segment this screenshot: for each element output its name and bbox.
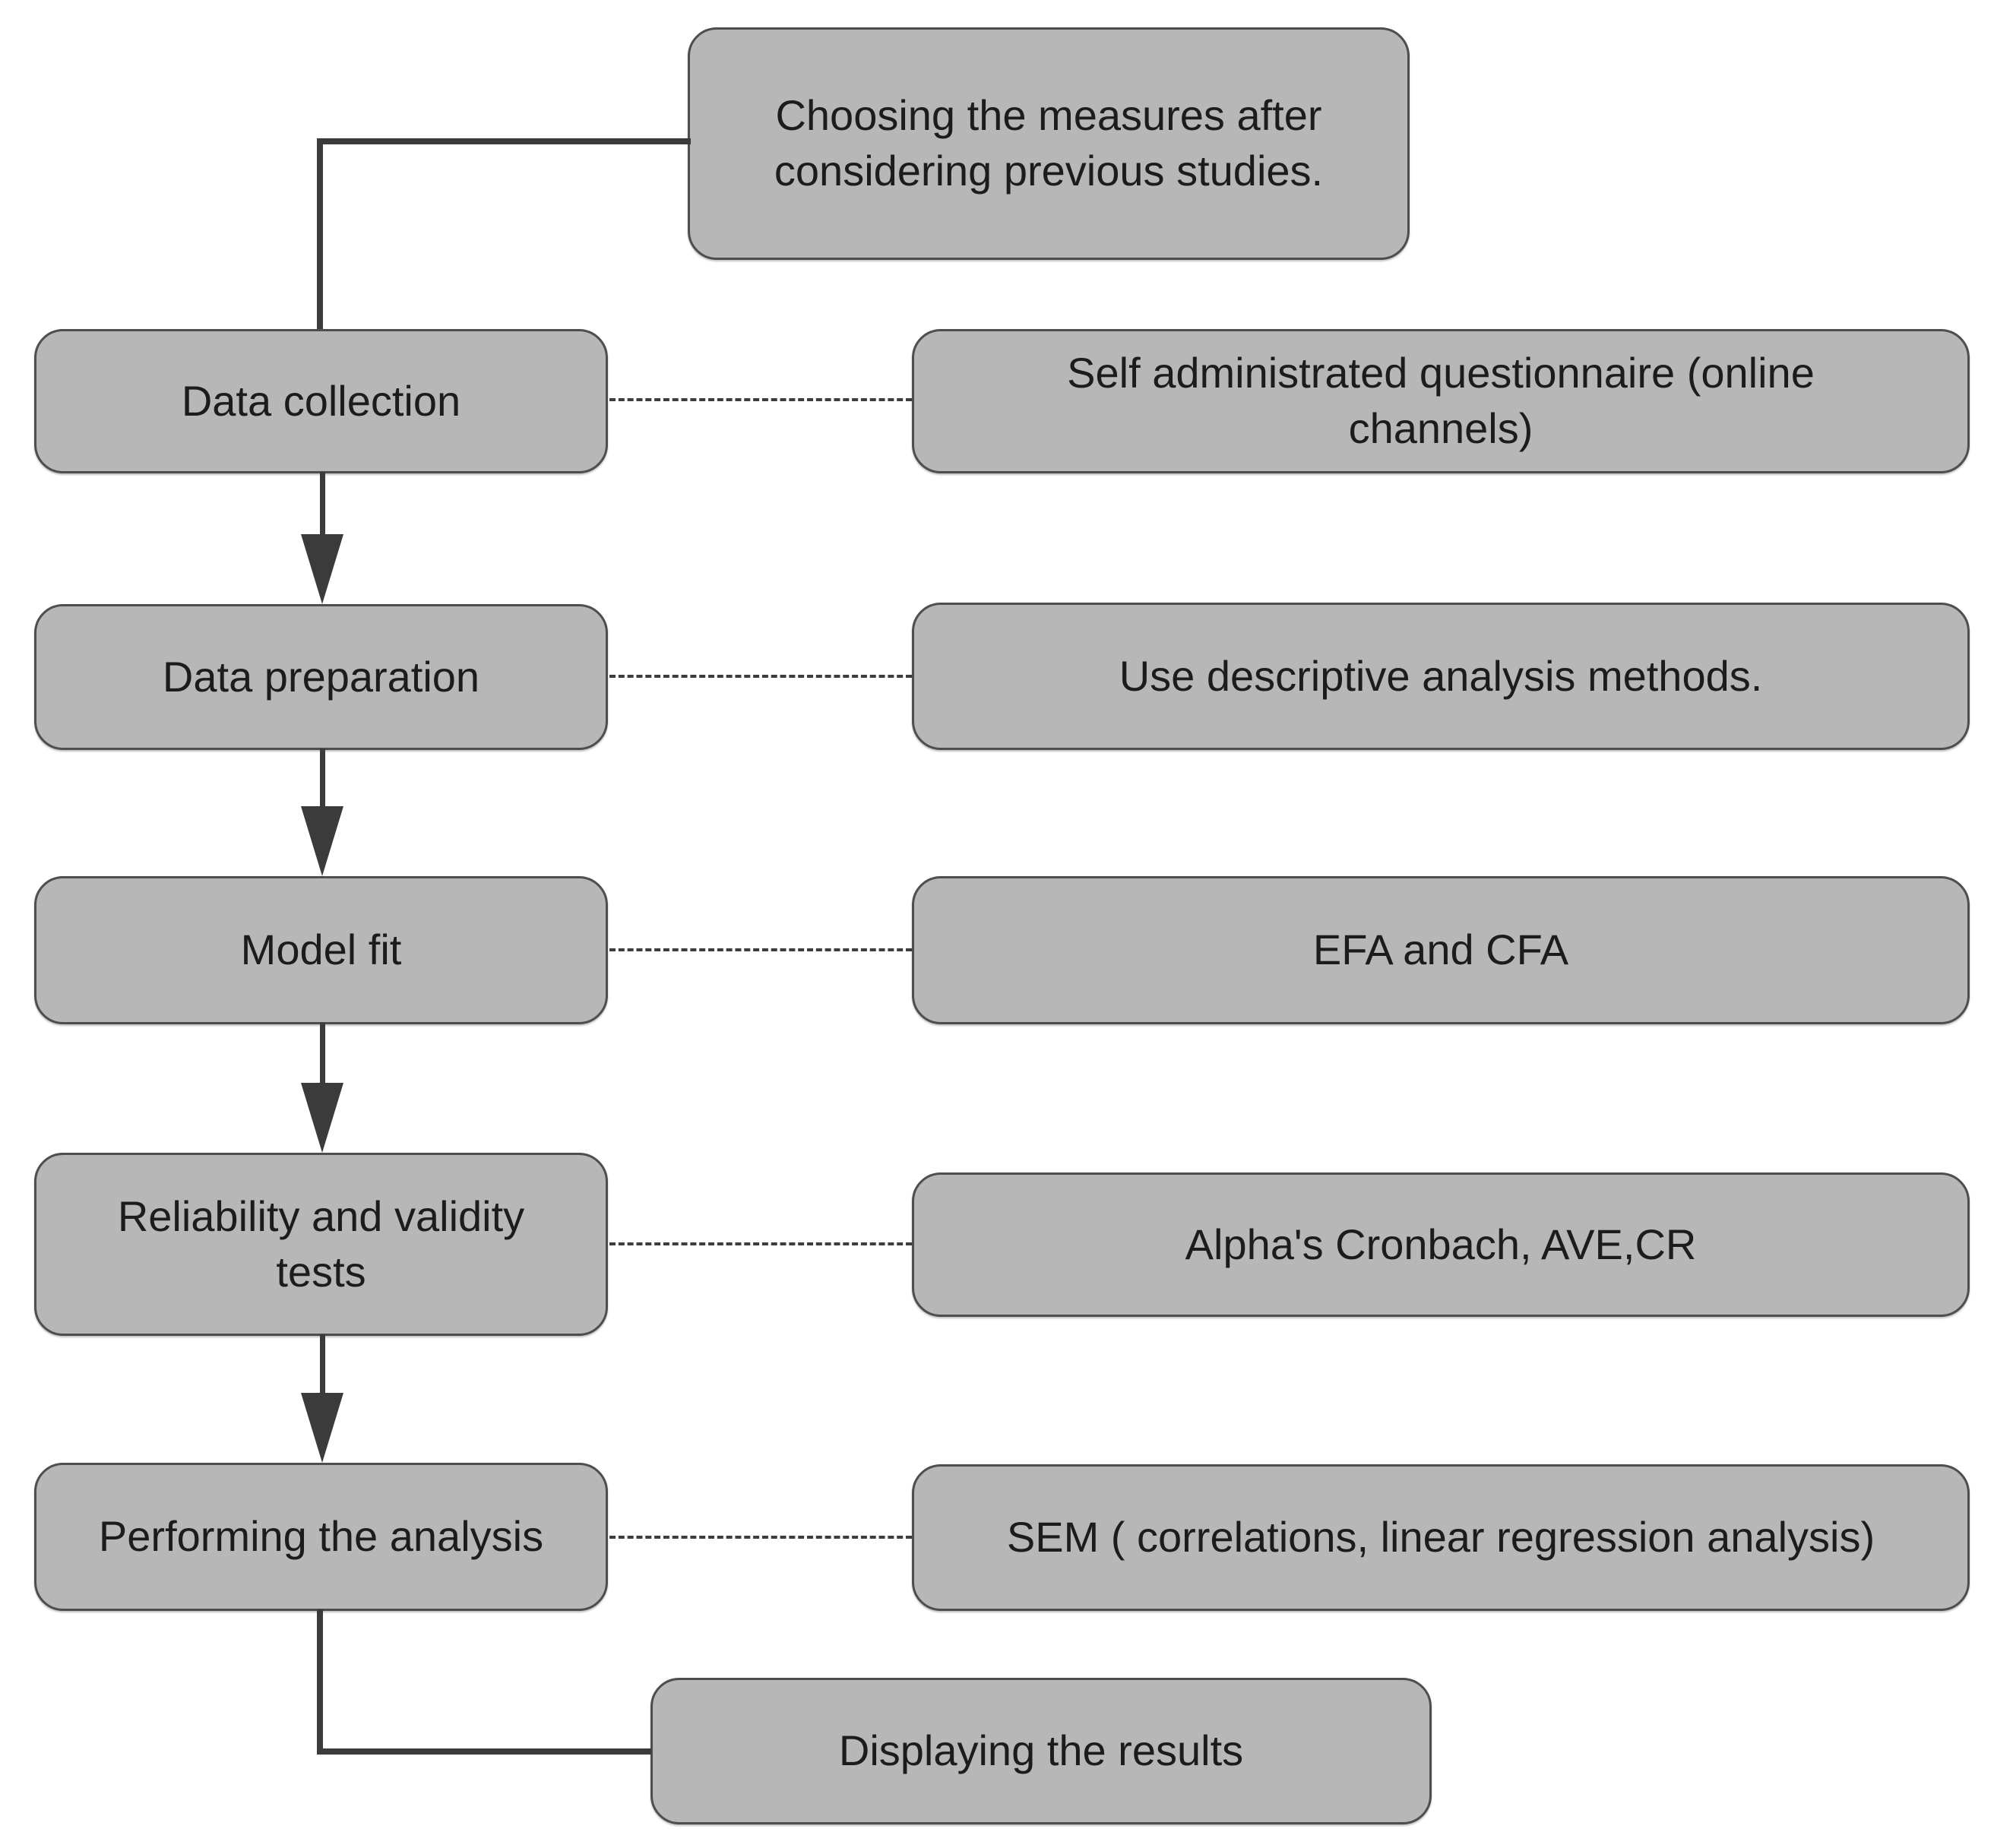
- flow-node-descriptive-analysis-detail: Use descriptive analysis methods.: [912, 603, 1970, 750]
- flow-node-questionnaire-detail: Self administrated questionnaire (online…: [912, 329, 1970, 473]
- connector-bottom-elbow-horizontal: [317, 1748, 651, 1755]
- flow-node-reliability-validity-tests: Reliability and validity tests: [34, 1153, 608, 1336]
- flow-node-label: Reliability and validity tests: [117, 1191, 525, 1296]
- arrow-preparation-to-modelfit-head: [301, 806, 343, 876]
- connector-top-elbow-horizontal: [317, 138, 691, 144]
- flow-node-label: Model fit: [240, 926, 402, 974]
- dashed-connector-model-fit: [609, 948, 912, 951]
- flow-node-sem-detail: SEM ( correlations, linear regression an…: [912, 1464, 1970, 1611]
- flow-node-label: Self administrated questionnaire (online…: [1067, 349, 1815, 452]
- flow-node-model-fit: Model fit: [34, 876, 608, 1024]
- flow-node-choosing-measures: Choosing the measures after considering …: [688, 27, 1410, 260]
- flow-node-label: Choosing the measures after considering …: [774, 91, 1324, 195]
- flow-node-efa-cfa-detail: EFA and CFA: [912, 876, 1970, 1024]
- arrow-reliability-to-performing-line: [320, 1334, 325, 1394]
- arrow-reliability-to-performing-head: [301, 1393, 343, 1463]
- flow-node-label: Alpha's Cronbach, AVE,CR: [1185, 1220, 1697, 1268]
- flow-node-displaying-results: Displaying the results: [650, 1678, 1432, 1824]
- arrow-collection-to-preparation-line: [320, 472, 325, 536]
- dashed-connector-data-collection: [609, 398, 912, 401]
- flow-node-label: Performing the analysis: [98, 1512, 544, 1561]
- flow-node-data-collection: Data collection: [34, 329, 608, 473]
- arrow-collection-to-preparation-head: [301, 534, 343, 604]
- dashed-connector-performing: [609, 1536, 912, 1539]
- arrow-preparation-to-modelfit-line: [320, 748, 325, 808]
- connector-top-elbow-vertical: [317, 138, 323, 329]
- dashed-connector-reliability: [609, 1242, 912, 1245]
- flow-node-label: EFA and CFA: [1312, 926, 1569, 974]
- flow-node-data-preparation: Data preparation: [34, 604, 608, 750]
- dashed-connector-data-preparation: [609, 675, 912, 678]
- flow-node-label: Displaying the results: [838, 1726, 1244, 1775]
- flow-node-performing-analysis: Performing the analysis: [34, 1463, 608, 1611]
- flow-node-cronbach-ave-cr-detail: Alpha's Cronbach, AVE,CR: [912, 1172, 1970, 1317]
- connector-bottom-elbow-vertical: [317, 1609, 323, 1755]
- arrow-modelfit-to-reliability-head: [301, 1083, 343, 1153]
- arrow-modelfit-to-reliability-line: [320, 1023, 325, 1084]
- flow-node-label: Use descriptive analysis methods.: [1119, 651, 1763, 700]
- flow-node-label: Data preparation: [162, 652, 480, 701]
- flow-node-label: Data collection: [181, 376, 461, 425]
- flow-node-label: SEM ( correlations, linear regression an…: [1006, 1513, 1875, 1562]
